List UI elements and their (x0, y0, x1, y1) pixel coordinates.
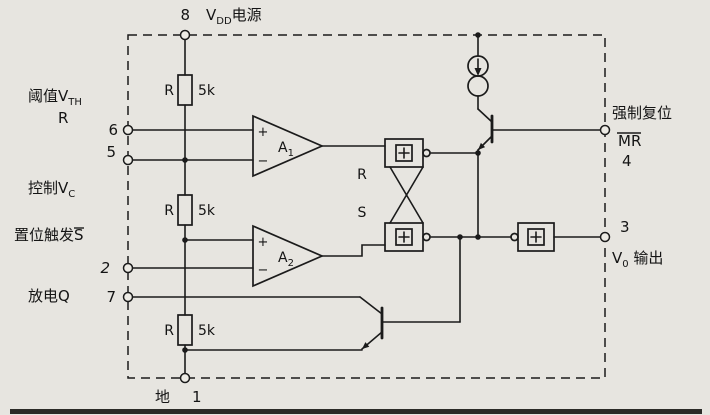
r-gate (384, 138, 431, 168)
comparator-a1: + − A1 (252, 114, 325, 178)
a2-plus-sign: + (258, 235, 269, 250)
force-reset-label: 强制复位 (612, 104, 672, 122)
pin-2-terminal (122, 262, 134, 274)
emitter-arrow-icon (362, 342, 370, 349)
r3-value: 5k (198, 323, 216, 339)
control-label: 控制VC (28, 179, 75, 200)
a1-minus-sign: − (258, 154, 269, 169)
pin-6-number: 6 (108, 121, 118, 139)
r1-name: R (164, 83, 174, 99)
buffer-input-bubble (510, 232, 519, 242)
ic-package-outline (127, 34, 606, 379)
threshold-label: 阈值VTH (28, 87, 82, 108)
pin-3-terminal (599, 231, 611, 243)
a1-plus-sign: + (258, 125, 269, 140)
emitter-arrow-icon (478, 142, 486, 150)
s-gate (384, 222, 431, 252)
resistor-divider-chain (177, 34, 193, 379)
pin-7-terminal (122, 291, 134, 303)
pin-wires (127, 129, 361, 298)
resistor-r3 (177, 314, 193, 346)
pin-6-terminal (122, 124, 134, 136)
discharge-transistor (359, 296, 384, 350)
trigger-label: 置位触发S (14, 226, 84, 244)
pin-4-terminal (599, 124, 611, 136)
cross-couple-wire-2 (389, 166, 424, 224)
output-label: V0 输出 (612, 249, 663, 270)
pin-5-terminal (122, 154, 134, 166)
output-buffer-gate (510, 222, 555, 252)
latch-r-input-label: R (357, 167, 367, 183)
pin-3-number: 3 (620, 218, 630, 236)
pin-5-number: 5 (106, 143, 116, 161)
threshold-r-label: R (58, 109, 68, 127)
r2-name: R (164, 203, 174, 219)
a2-label: A2 (278, 250, 294, 269)
a1-label: A1 (278, 140, 294, 159)
r-gate-inversion-bubble (422, 148, 431, 158)
r3-name: R (164, 323, 174, 339)
a2-minus-sign: − (258, 263, 269, 278)
pin-1-terminal (179, 372, 191, 384)
rs-latch: R S (357, 138, 431, 252)
diagram-labels: 8 VDD电源 阈值VTH R 6 5 控制VC 置位触发S 2 放电Q 7 地… (14, 6, 672, 406)
force-reset-symbol: MR (618, 132, 641, 150)
reset-transistor (477, 108, 494, 151)
pin-7-number: 7 (106, 288, 116, 306)
current-source (467, 34, 489, 110)
junction-dots (182, 32, 481, 353)
discharge-label: 放电Q (28, 287, 70, 305)
pin-8-number: 8 (180, 6, 190, 24)
pin-terminals (122, 29, 611, 384)
resistor-r1 (177, 74, 193, 106)
wire-a2-to-s-gate (321, 244, 386, 257)
ground-label: 地 (155, 388, 170, 406)
comparator-a2: + − A2 (252, 224, 325, 288)
r1-value: 5k (198, 83, 216, 99)
latch-s-input-label: S (358, 205, 367, 221)
pin-2-number: 2 (100, 259, 110, 277)
s-gate-inversion-bubble (422, 232, 431, 242)
pin-1-number: 1 (192, 388, 202, 406)
r2-value: 5k (198, 203, 216, 219)
vdd-label: VDD电源 (206, 6, 262, 27)
resistor-r2 (177, 194, 193, 226)
pin-8-terminal (179, 29, 191, 41)
scan-artifact (10, 409, 702, 414)
pin-4-number: 4 (622, 152, 632, 170)
